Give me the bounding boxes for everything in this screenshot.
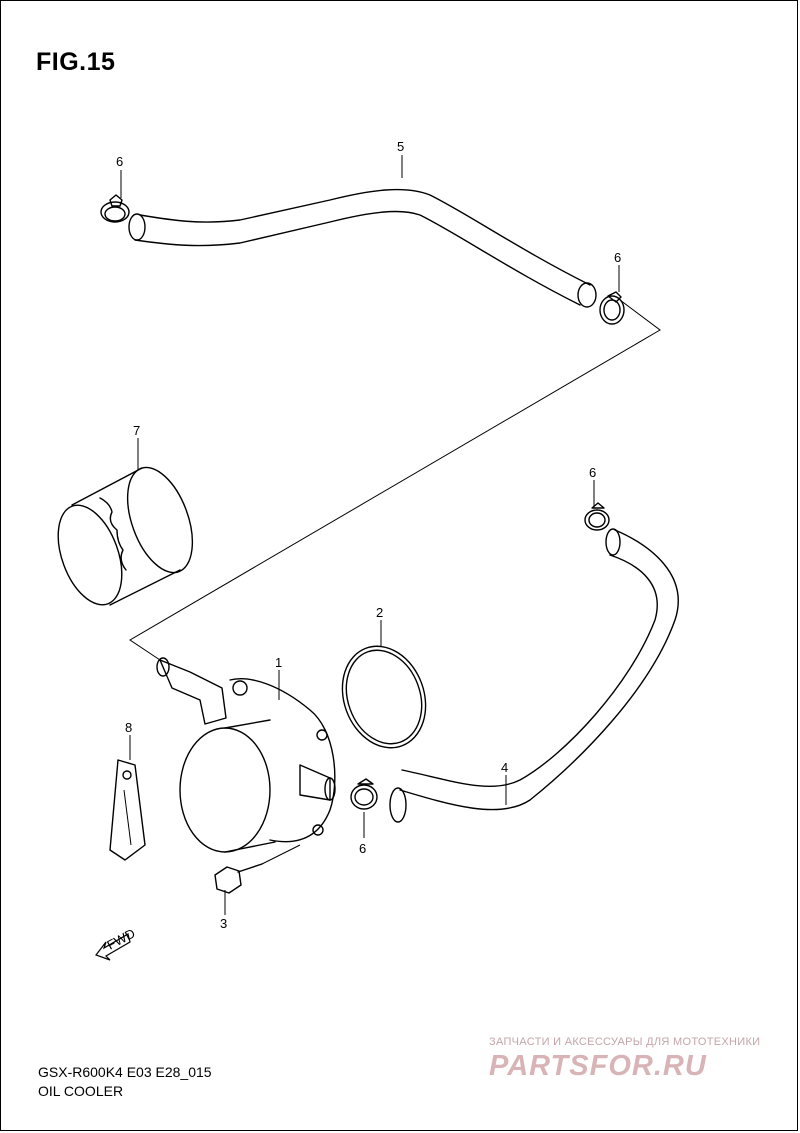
oil-filter: [57, 466, 194, 606]
callout-clamp-lower-center: 6: [359, 841, 366, 856]
fwd-arrow-icon: FWD: [95, 926, 138, 961]
clamp-upper-right: [599, 291, 625, 325]
upper-hose: [128, 188, 597, 308]
bracket: [109, 759, 146, 861]
fwd-label: FWD: [104, 926, 137, 953]
clamp-upper-left: [100, 194, 130, 223]
callout-leaders: [120, 155, 620, 915]
clamp-lower-right: [584, 502, 610, 531]
clamp-lower-center: [350, 778, 378, 810]
callout-oil-filter: 7: [133, 423, 140, 438]
callout-clamp-upper-left: 6: [116, 154, 123, 169]
callout-o-ring: 2: [376, 605, 383, 620]
callout-clamp-lower-right: 6: [589, 465, 596, 480]
callout-hose-lower: 4: [501, 760, 508, 775]
callout-oil-cooler: 1: [275, 655, 282, 670]
diagram-name: OIL COOLER: [38, 1083, 124, 1099]
callout-hose-upper: 5: [397, 139, 404, 154]
bolt: [214, 844, 301, 894]
o-ring: [341, 645, 427, 749]
lower-hose: [389, 528, 679, 823]
watermark-tagline: ЗАПЧАСТИ И АКСЕССУАРЫ ДЛЯ МОТОТЕХНИКИ: [489, 1036, 761, 1048]
callout-bolt: 3: [220, 916, 227, 931]
watermark-logo: PARTSFOR.RU: [489, 1050, 707, 1082]
figure-title: FIG.15: [36, 48, 116, 76]
oil-cooler: [156, 657, 336, 853]
callout-clamp-upper-right: 6: [614, 250, 621, 265]
callout-bracket: 8: [125, 720, 132, 735]
diagram-code: GSX-R600K4 E03 E28_015: [38, 1064, 212, 1080]
